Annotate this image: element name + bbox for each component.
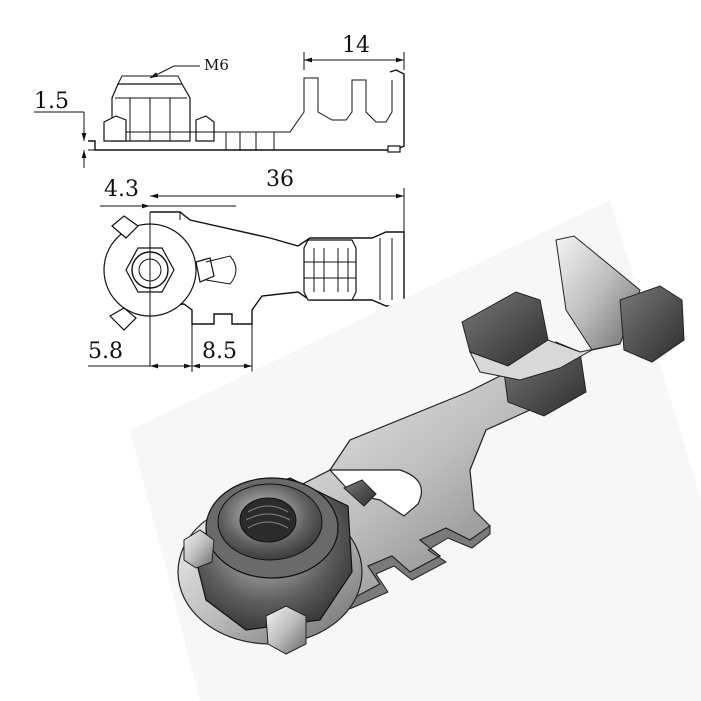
- top-view: 4.3 36 5.8 8.5: [88, 167, 405, 372]
- slot-pitch-label: 8.5: [202, 339, 237, 364]
- barrel-length-label: 14: [342, 33, 370, 58]
- thread-label: M6: [204, 56, 229, 74]
- isometric-terminal-render: [130, 200, 701, 701]
- nut-offset-label: 5.8: [88, 339, 123, 364]
- side-view: M6 14 1.5: [34, 33, 405, 168]
- hole-offset-label: 4.3: [104, 177, 139, 202]
- height-offset-label: 1.5: [34, 89, 69, 114]
- overall-length-label: 36: [266, 167, 294, 192]
